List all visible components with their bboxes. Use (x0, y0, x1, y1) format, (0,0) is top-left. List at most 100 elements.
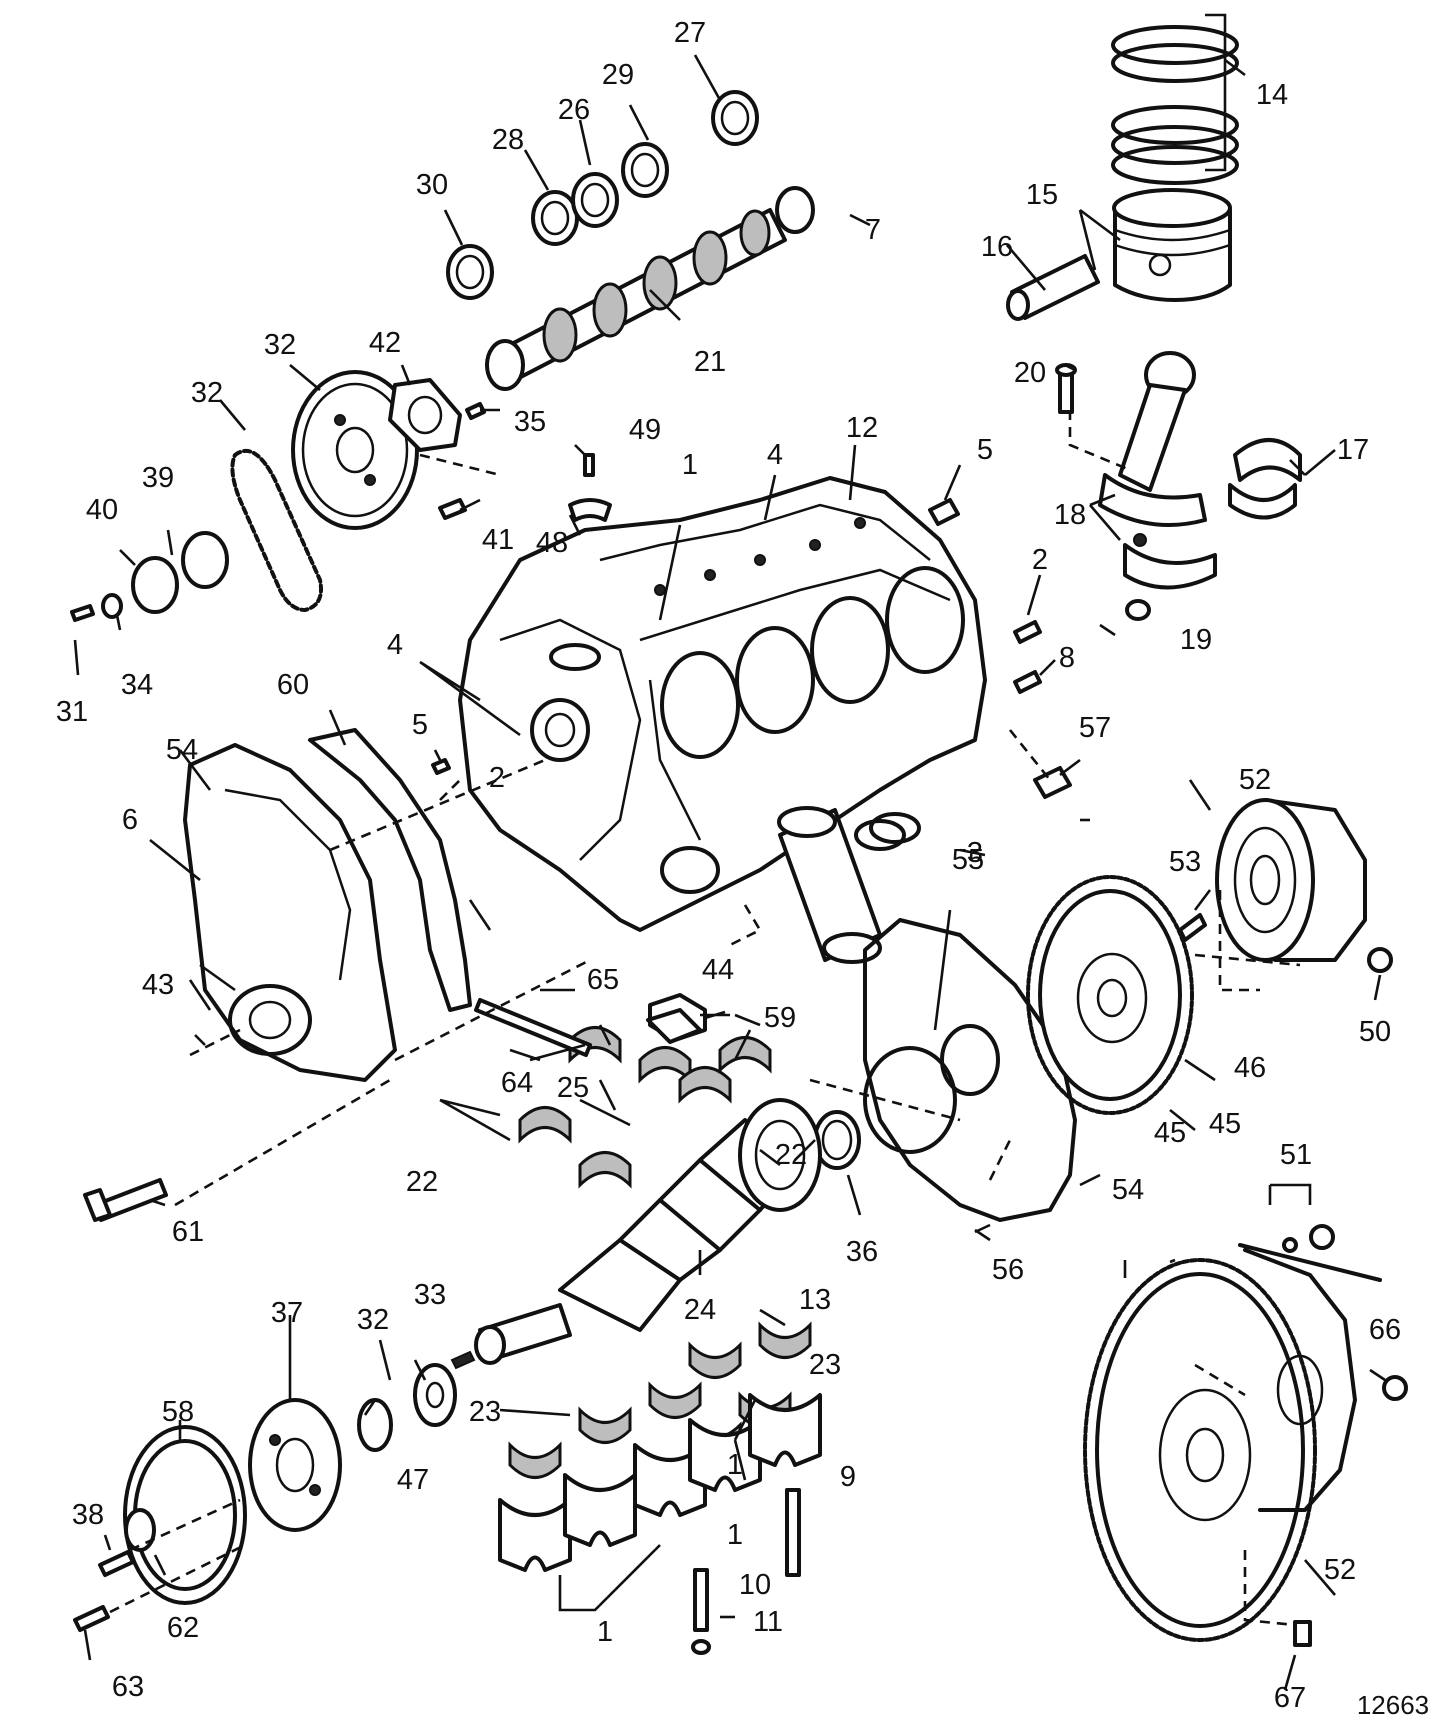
callout-19: 19 (1180, 624, 1212, 656)
coupler-nut (1367, 947, 1393, 973)
bolt-61 (83, 1178, 168, 1222)
callout-17: 17 (1337, 434, 1369, 466)
thrust-plate (388, 378, 462, 452)
crank-key (450, 1350, 476, 1370)
callout-35: 35 (514, 406, 546, 438)
callout-67: 67 (1274, 1682, 1306, 1714)
callout-65: 65 (587, 964, 619, 996)
callout-49: 49 (629, 414, 661, 446)
callout-24: 24 (684, 1294, 716, 1326)
callout-50: 50 (1359, 1016, 1391, 1048)
callout-6: 6 (122, 804, 138, 836)
callout-25: 25 (557, 1072, 589, 1104)
callout-53: 53 (1169, 846, 1201, 878)
callout-38: 38 (72, 1499, 104, 1531)
bracket-hardware (1282, 1224, 1335, 1647)
crankshaft (474, 1098, 822, 1365)
callout-21: 21 (694, 346, 726, 378)
callout-46: 46 (1234, 1052, 1266, 1084)
callout-31: 31 (56, 696, 88, 728)
callout-20: 20 (1014, 357, 1046, 389)
upper-main-bearings (518, 1026, 772, 1189)
callout-37: 37 (271, 1297, 303, 1329)
callout-57: 57 (1079, 712, 1111, 744)
callout-26: 26 (558, 94, 590, 126)
callout-13: 13 (799, 1284, 831, 1316)
callout-2: 2 (489, 762, 505, 794)
callout-labels: 1 1 1 1 2 2 3 4 4 5 5 6 7 8 9 10 11 12 1… (56, 17, 1401, 1714)
camshaft-sprocket (291, 370, 419, 530)
callout-4: 4 (767, 439, 783, 471)
callout-16: 16 (981, 231, 1013, 263)
callout-63: 63 (112, 1671, 144, 1703)
callout-51: 51 (1280, 1139, 1312, 1171)
callout-4: 4 (387, 629, 403, 661)
front-cover (183, 743, 397, 1082)
connecting-rod (1098, 351, 1217, 621)
callout-48: 48 (536, 527, 568, 559)
lifter-guide (568, 453, 612, 522)
callout-1: 1 (727, 1519, 743, 1551)
callout-32: 32 (357, 1304, 389, 1336)
sprocket-spacers (131, 531, 229, 614)
figure-number: 12663 (1357, 1690, 1429, 1720)
callout-40: 40 (86, 494, 118, 526)
timing-chain (230, 448, 323, 612)
piston-pin (1006, 254, 1100, 321)
callout-23: 23 (469, 1396, 501, 1428)
callout-32: 32 (191, 377, 223, 409)
cam-bearings (446, 90, 815, 300)
callout-22: 22 (775, 1139, 807, 1171)
callout-52: 52 (1324, 1554, 1356, 1586)
callout-47: 47 (397, 1464, 429, 1496)
callout-14: 14 (1256, 79, 1288, 111)
callout-8: 8 (1059, 642, 1075, 674)
callout-56: 56 (992, 1254, 1024, 1286)
rod-bolt (1055, 363, 1077, 414)
cylinder-block (458, 476, 987, 932)
rod-bearing (1228, 438, 1302, 520)
leader-lines (73, 13, 1386, 1691)
callout-27: 27 (674, 17, 706, 49)
freeze-plug (431, 498, 960, 775)
callout-28: 28 (492, 124, 524, 156)
callout-32: 32 (264, 329, 296, 361)
callout-54: 54 (166, 734, 198, 766)
stud (474, 998, 592, 1057)
callout-1: 1 (682, 449, 698, 481)
callout-1: 1 (597, 1616, 613, 1648)
callout-15: 15 (1026, 179, 1058, 211)
callout-5: 5 (412, 709, 428, 741)
crank-pulley (123, 1425, 247, 1605)
callout-64: 64 (501, 1067, 533, 1099)
callout-29: 29 (602, 59, 634, 91)
cam-bolt (70, 593, 123, 622)
callout-62: 62 (167, 1612, 199, 1644)
callout-3: 3 (967, 837, 983, 869)
dowel-pins (1013, 620, 1042, 694)
drive-coupler (1215, 798, 1367, 962)
callout-5: 5 (977, 434, 993, 466)
callout-66: 66 (1369, 1314, 1401, 1346)
callout-45: 45 (1154, 1117, 1186, 1149)
callout-39: 39 (142, 462, 174, 494)
assembly-lines (109, 410, 1301, 1627)
callout-30: 30 (416, 169, 448, 201)
callout-61: 61 (172, 1216, 204, 1248)
callout-7: 7 (865, 214, 881, 246)
main-bearing-caps (498, 1393, 822, 1572)
front-cover-gasket (308, 728, 472, 1012)
callout-52: 52 (1239, 764, 1271, 796)
flywheel-plate (863, 918, 1077, 1222)
callout-44: 44 (702, 954, 734, 986)
callout-45: 45 (1209, 1108, 1241, 1140)
callout-42: 42 (369, 327, 401, 359)
oil-filter (777, 806, 882, 964)
lower-flywheel (1083, 1258, 1317, 1642)
piston (1112, 188, 1232, 302)
callout-10: 10 (739, 1569, 771, 1601)
piston-rings (1111, 25, 1239, 185)
callout-43: 43 (142, 969, 174, 1001)
